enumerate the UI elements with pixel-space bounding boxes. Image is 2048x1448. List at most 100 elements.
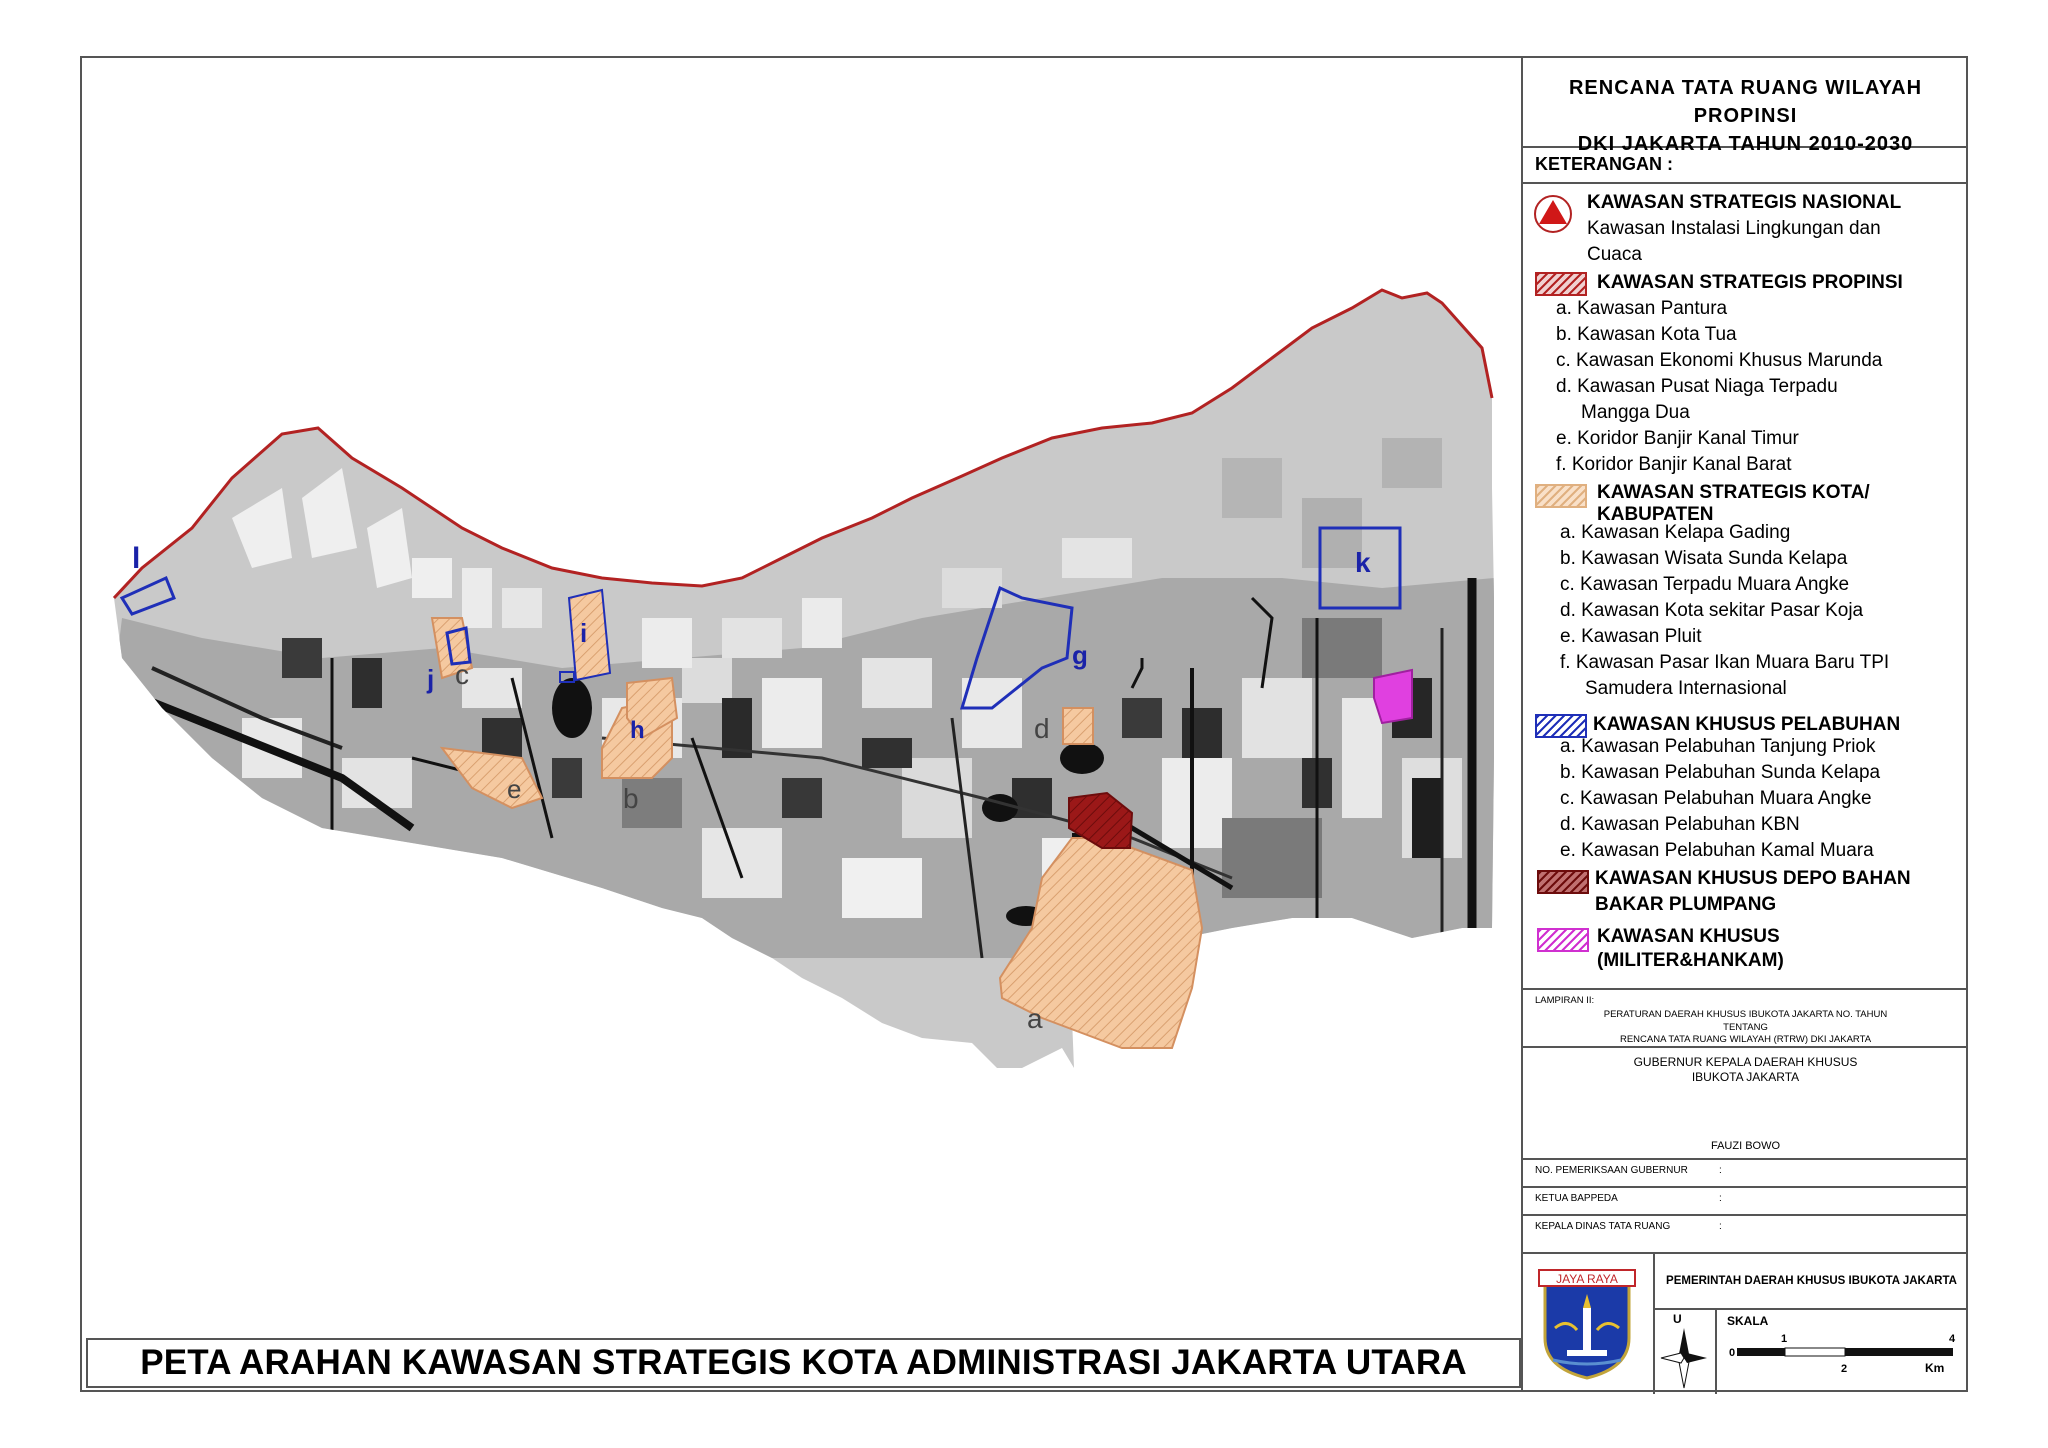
pemerintah-label: PEMERINTAH DAERAH KHUSUS IBUKOTA JAKARTA	[1653, 1254, 1968, 1310]
sign-row-colon: :	[1719, 1165, 1722, 1176]
map-canvas: l j c i h e b d g k a	[112, 288, 1494, 1068]
map-label-j: j	[426, 664, 434, 694]
nasional-triangle-icon	[1534, 195, 1572, 233]
legend-kota-item: c. Kawasan Terpadu Muara Angke	[1560, 574, 1850, 595]
north-arrow-icon	[1660, 1328, 1707, 1389]
legend-kota-item: d. Kawasan Kota sekitar Pasar Koja	[1560, 600, 1864, 621]
zone-f-port	[559, 671, 575, 683]
lampiran-label: LAMPIRAN II:	[1535, 995, 1595, 1006]
legend-nasional-heading: KAWASAN STRATEGIS NASIONAL	[1587, 192, 1902, 213]
lampiran-line3: RENCANA TATA RUANG WILAYAH (RTRW) DKI JA…	[1619, 1034, 1872, 1045]
skala-label: SKALA	[1727, 1314, 1769, 1328]
legend-kota-heading-line2: KABUPATEN	[1597, 504, 1714, 525]
zone-h	[626, 676, 679, 740]
legend-kota-item: f. Kawasan Pasar Ikan Muara Baru TPI	[1560, 652, 1890, 673]
scale-block: U SKALA 0 1 2 4 Km	[1653, 1310, 1968, 1394]
legend-militer-heading-line2: (MILITER&HANKAM)	[1597, 950, 1784, 971]
map-label-c: c	[455, 659, 469, 690]
map-label-d: d	[1034, 713, 1050, 744]
zone-g	[959, 585, 1074, 710]
legend-propinsi-item: e. Koridor Banjir Kanal Timur	[1556, 428, 1799, 449]
legend-kota-item: Samudera Internasional	[1585, 678, 1787, 699]
legend-panel: RENCANA TATA RUANG WILAYAH PROPINSI DKI …	[1521, 58, 1968, 1394]
sign-row-label: KETUA BAPPEDA	[1535, 1193, 1618, 1204]
logo-banner: JAYA RAYA	[1556, 1272, 1618, 1286]
gubernur-line2: IBUKOTA JAKARTA	[1691, 1070, 1800, 1084]
zone-i	[567, 588, 612, 682]
map-label-k: k	[1355, 547, 1371, 578]
north-letter: U	[1673, 1312, 1682, 1326]
zone-a	[998, 837, 1204, 1049]
lampiran-block: LAMPIRAN II: PERATURAN DAERAH KHUSUS IBU…	[1523, 988, 1968, 1048]
pelabuhan-swatch	[1535, 714, 1587, 738]
gubernur-line1: GUBERNUR KEPALA DAERAH KHUSUS	[1633, 1055, 1858, 1069]
zone-d	[1062, 707, 1094, 745]
legend-propinsi-item: Mangga Dua	[1581, 402, 1690, 423]
sign-row-pemeriksaan: NO. PEMERIKSAAN GUBERNUR :	[1523, 1160, 1968, 1188]
map-label-a: a	[1027, 1003, 1043, 1034]
map-label-l: l	[132, 542, 140, 575]
map-title: PETA ARAHAN KAWASAN STRATEGIS KOTA ADMIN…	[86, 1338, 1521, 1388]
legend-propinsi-item: d. Kawasan Pusat Niaga Terpadu	[1556, 376, 1838, 397]
map-label-g: g	[1072, 640, 1088, 670]
legend-pelabuhan-item: c. Kawasan Pelabuhan Muara Angke	[1560, 788, 1872, 809]
legend-kota-item: e. Kawasan Pluit	[1560, 626, 1702, 647]
sign-row-label: KEPALA DINAS TATA RUANG	[1535, 1221, 1671, 1232]
gubernur-name: FAUZI BOWO	[1710, 1140, 1781, 1152]
legend-depo-heading-line1: KAWASAN KHUSUS DEPO BAHAN	[1595, 868, 1911, 889]
zone-j	[445, 626, 472, 666]
legend-propinsi-item: b. Kawasan Kota Tua	[1556, 324, 1737, 345]
scale-tick: 1	[1781, 1333, 1787, 1345]
zone-e	[439, 746, 544, 810]
legend-propinsi-item: c. Kawasan Ekonomi Khusus Marunda	[1556, 350, 1883, 371]
sign-row-bappeda: KETUA BAPPEDA :	[1523, 1188, 1968, 1216]
sign-row-colon: :	[1719, 1221, 1722, 1232]
scale-bar: 0 1 2 4 Km	[1729, 1333, 1956, 1375]
rtrw-title-line2: DKI JAKARTA TAHUN 2010-2030	[1577, 133, 1914, 155]
legend-pelabuhan-item: d. Kawasan Pelabuhan KBN	[1560, 814, 1800, 835]
lampiran-line2: TENTANG	[1723, 1022, 1768, 1033]
legend-propinsi-item: f. Koridor Banjir Kanal Barat	[1556, 454, 1792, 475]
map-label-h: h	[630, 717, 645, 744]
coastline	[112, 288, 1494, 600]
map-label-b: b	[623, 783, 639, 814]
sign-row-dinas: KEPALA DINAS TATA RUANG :	[1523, 1216, 1968, 1252]
legend-nasional-item-line2: Cuaca	[1587, 244, 1642, 265]
scale-tick: 2	[1841, 1363, 1847, 1375]
kota-swatch	[1535, 484, 1587, 508]
legend-depo-heading-line2: BAKAR PLUMPANG	[1595, 894, 1777, 915]
rtrw-title: RENCANA TATA RUANG WILAYAH PROPINSI DKI …	[1523, 58, 1968, 155]
propinsi-swatch	[1535, 272, 1587, 296]
legend-pelabuhan-heading: KAWASAN KHUSUS PELABUHAN	[1593, 714, 1901, 735]
map-label-i: i	[580, 618, 587, 648]
lampiran-line1: PERATURAN DAERAH KHUSUS IBUKOTA JAKARTA …	[1603, 1009, 1888, 1020]
zone-k	[1318, 526, 1402, 610]
legend-pelabuhan-item: e. Kawasan Pelabuhan Kamal Muara	[1560, 840, 1874, 861]
scale-divider	[1715, 1310, 1717, 1394]
legend-militer-heading-line1: KAWASAN KHUSUS	[1597, 926, 1780, 947]
legend-propinsi-heading: KAWASAN STRATEGIS PROPINSI	[1597, 272, 1903, 293]
legend-kota-item: b. Kawasan Wisata Sunda Kelapa	[1560, 548, 1848, 569]
legend-kota-item: a. Kawasan Kelapa Gading	[1560, 522, 1791, 543]
zone-l	[119, 575, 176, 616]
rtrw-title-line1: RENCANA TATA RUANG WILAYAH PROPINSI	[1568, 77, 1923, 127]
scale-tick: 0	[1729, 1347, 1735, 1359]
sign-row-colon: :	[1719, 1193, 1722, 1204]
gubernur-block: GUBERNUR KEPALA DAERAH KHUSUS IBUKOTA JA…	[1523, 1048, 1968, 1160]
dki-jakarta-logo-icon: JAYA RAYA	[1538, 1269, 1636, 1380]
zone-depo-plumpang	[1068, 791, 1134, 849]
legend-body: KAWASAN STRATEGIS NASIONAL Kawasan Insta…	[1523, 184, 1968, 1044]
map-sheet: l j c i h e b d g k a PETA ARAHAN KAWASA…	[80, 56, 1968, 1394]
footer-block: JAYA RAYA PEMERINTAH DAERAH KHUSUS IBUKO…	[1523, 1252, 1968, 1394]
depo-swatch	[1537, 870, 1589, 894]
legend-pelabuhan-item: b. Kawasan Pelabuhan Sunda Kelapa	[1560, 762, 1881, 783]
militer-swatch	[1537, 928, 1589, 952]
legend-kota-heading-line1: KAWASAN STRATEGIS KOTA/	[1597, 482, 1870, 503]
legend-nasional-item-line1: Kawasan Instalasi Lingkungan dan	[1587, 218, 1881, 239]
zone-militer	[1373, 668, 1413, 725]
map-panel: l j c i h e b d g k a	[82, 58, 1521, 1334]
map-label-e: e	[507, 774, 521, 804]
legend-pelabuhan-item: a. Kawasan Pelabuhan Tanjung Priok	[1560, 736, 1876, 757]
keterangan-heading: KETERANGAN :	[1523, 148, 1968, 184]
sign-row-label: NO. PEMERIKSAAN GUBERNUR	[1535, 1165, 1688, 1176]
